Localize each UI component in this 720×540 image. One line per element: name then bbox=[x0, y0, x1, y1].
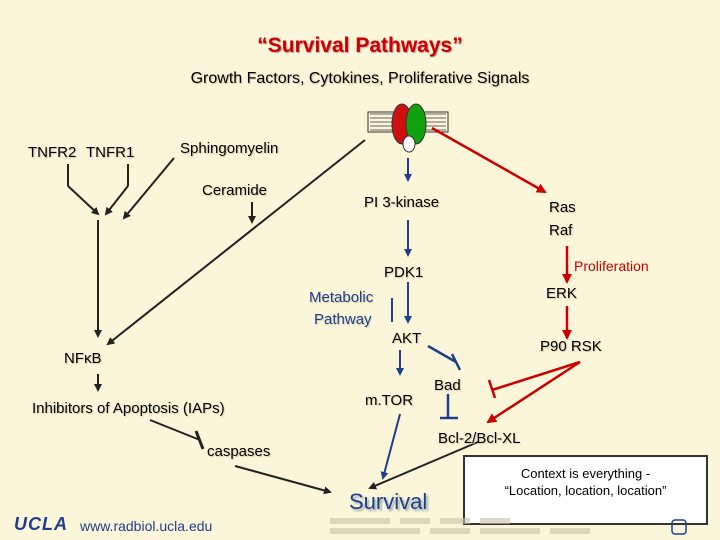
tnfr2-label: TNFR2 bbox=[28, 144, 77, 161]
caspases-label: caspases bbox=[207, 443, 271, 460]
footer-decoration bbox=[330, 518, 687, 535]
tnfr1-label: TNFR1 bbox=[86, 144, 135, 161]
p90rsk-label: P90 RSK bbox=[540, 338, 602, 355]
ceramide-label: Ceramide bbox=[202, 182, 268, 199]
ras-label: Ras bbox=[549, 199, 576, 216]
receptor-icon bbox=[367, 103, 449, 153]
context-box: Context is everything - “Location, locat… bbox=[463, 455, 708, 525]
context-line-1: Context is everything - bbox=[520, 466, 651, 481]
proliferation-label: Proliferation bbox=[574, 258, 649, 274]
subtitle: Growth Factors, Cytokines, Proliferative… bbox=[190, 70, 530, 87]
mtor-label: m.TOR bbox=[365, 392, 414, 409]
pdk1-label: PDK1 bbox=[384, 264, 424, 281]
pathway-label: Pathway bbox=[314, 311, 372, 328]
raf-label: Raf bbox=[549, 222, 573, 239]
sphingomyelin-label: Sphingomyelin bbox=[180, 140, 279, 157]
ucla-logo: UCLA bbox=[14, 514, 68, 534]
iaps-label: Inhibitors of Apoptosis (IAPs) bbox=[32, 400, 225, 417]
metabolic-label: Metabolic bbox=[309, 289, 374, 306]
page-title: “Survival Pathways” bbox=[257, 34, 463, 57]
bad-label: Bad bbox=[434, 377, 461, 394]
context-line-2: “Location, location, location” bbox=[504, 483, 667, 498]
nfkb-label: NFκB bbox=[64, 350, 102, 367]
iap-inhibit-caspase bbox=[149, 419, 201, 441]
bcl-label: Bcl-2/Bcl-XL bbox=[438, 430, 521, 447]
pi3k-label: PI 3-kinase bbox=[364, 194, 440, 211]
erk-label: ERK bbox=[546, 285, 577, 302]
survival-label: Survival bbox=[349, 489, 428, 514]
akt-label: AKT bbox=[392, 330, 422, 347]
footer-url[interactable]: www.radbiol.ucla.edu bbox=[80, 518, 213, 534]
